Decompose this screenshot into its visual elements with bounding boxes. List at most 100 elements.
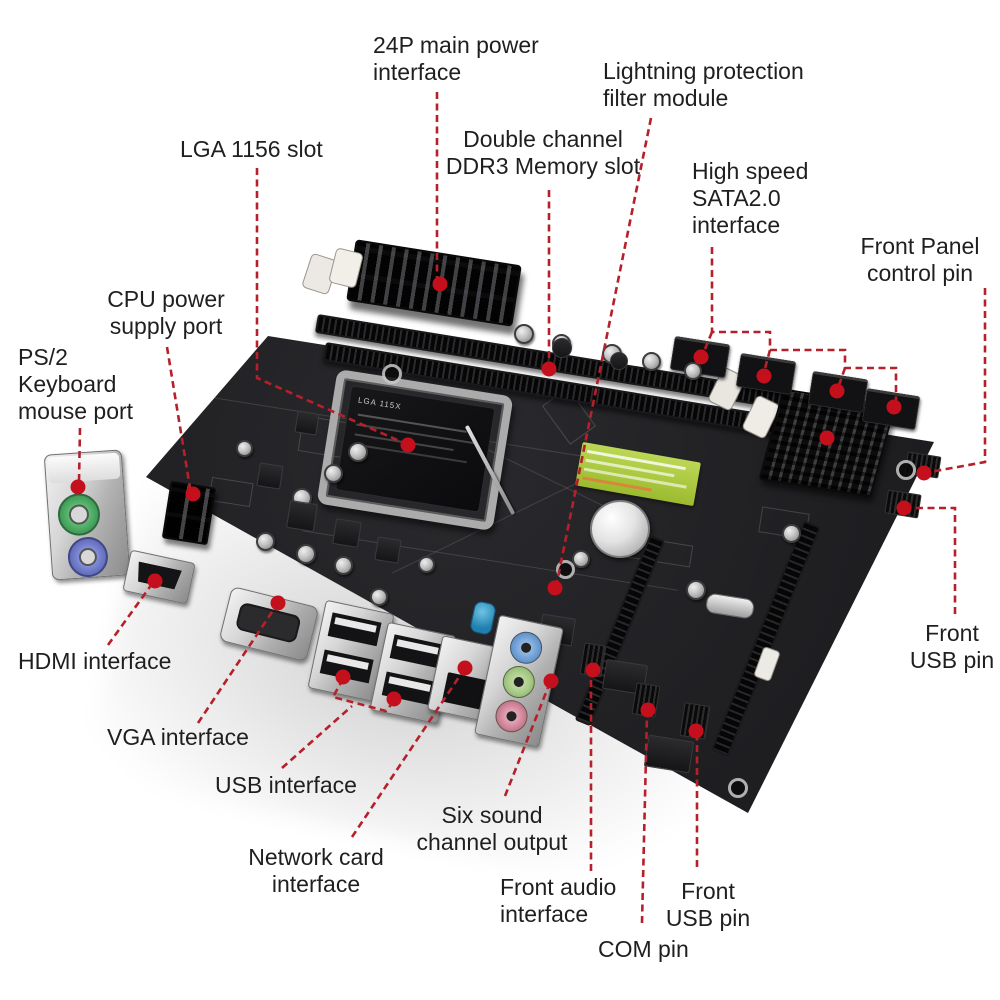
- label-line: Keyboard: [18, 371, 117, 398]
- label-line: channel output: [416, 829, 568, 856]
- label-six-sound-output: Six sound channel output: [408, 802, 576, 856]
- capacitor: [514, 324, 534, 344]
- label-line: Lightning protection: [603, 58, 804, 84]
- capacitor: [324, 464, 343, 483]
- label-line: SATA2.0: [692, 185, 781, 212]
- label-line: PS/2: [18, 344, 68, 370]
- label-line: LGA 1156 slot: [180, 136, 323, 162]
- label-line: USB pin: [909, 647, 995, 674]
- leader-line-lga: [255, 168, 405, 445]
- leader-dot-front-usb-right: [896, 500, 912, 516]
- label-lga-1156-slot: LGA 1156 slot: [180, 136, 323, 163]
- label-24p-main-power: 24P main power interface: [373, 32, 539, 86]
- leader-line-ps2: [77, 427, 82, 483]
- cmos-battery: [590, 500, 650, 558]
- leader-dot-sata3: [829, 383, 845, 399]
- leader-dot-usb1: [335, 669, 351, 685]
- label-line: USB interface: [215, 772, 357, 798]
- label-usb-interface: USB interface: [215, 772, 357, 799]
- capacitor: [782, 524, 801, 543]
- leader-dot-com: [640, 702, 656, 718]
- capacitor: [370, 588, 388, 606]
- label-ddr3-memory-slot: Double channel DDR3 Memory slot: [433, 126, 653, 180]
- leader-dot-lightning: [547, 580, 563, 596]
- leader-dot-hdmi: [147, 573, 163, 589]
- label-line: CPU power: [107, 286, 225, 312]
- mounting-hole: [382, 364, 402, 384]
- label-line: DDR3 Memory slot: [445, 153, 641, 180]
- label-line: interface: [500, 901, 589, 928]
- label-line: mouse port: [18, 398, 134, 425]
- label-front-usb-right: Front USB pin: [902, 620, 1000, 674]
- leader-line-hdmi: [106, 583, 154, 646]
- label-line: Front Panel: [860, 233, 980, 259]
- capacitor: [236, 440, 253, 457]
- leader-dot-ps2: [70, 479, 86, 495]
- label-line: supply port: [109, 313, 223, 340]
- capacitor: [684, 362, 702, 380]
- leader-line-vga: [196, 605, 278, 724]
- leader-line-com: [640, 713, 649, 924]
- label-line: Network card: [248, 844, 384, 870]
- label-line: Double channel: [463, 126, 623, 152]
- label-sata-interface: High speed SATA2.0 interface: [692, 158, 808, 239]
- label-line: Front: [925, 620, 979, 646]
- leader-dot-front-audio: [585, 662, 601, 678]
- label-line: control pin: [866, 260, 974, 287]
- leader-dot-sata2: [756, 368, 772, 384]
- leader-line-sata-stub: [762, 349, 772, 373]
- label-line: Front: [681, 878, 735, 904]
- label-network-card: Network card interface: [238, 844, 394, 898]
- capacitor: [418, 556, 435, 573]
- leader-line-front-usb-right: [910, 506, 957, 614]
- label-line: High speed: [692, 158, 809, 184]
- label-com-pin: COM pin: [598, 936, 689, 963]
- capacitor: [642, 352, 661, 371]
- label-line: Front audio: [500, 874, 617, 900]
- leader-dot-24p: [432, 276, 448, 292]
- label-vga-interface: VGA interface: [107, 724, 249, 751]
- leader-dot-front-panel: [916, 465, 932, 481]
- leader-dot-cpu-power: [185, 486, 201, 502]
- capacitor: [348, 442, 368, 462]
- leader-dot-network: [457, 660, 473, 676]
- leader-dot-ddr3: [541, 361, 557, 377]
- capacitor: [256, 532, 275, 551]
- leader-line-usb: [281, 705, 353, 769]
- label-ps2-port: PS/2 Keyboard mouse port: [18, 344, 133, 425]
- leader-line-sata-stub: [701, 331, 714, 355]
- leader-line-six-sound: [503, 684, 551, 797]
- label-line: Six sound: [441, 802, 543, 828]
- capacitor: [334, 556, 353, 575]
- label-line: interface: [271, 871, 361, 898]
- label-line: USB pin: [665, 905, 751, 932]
- label-line: filter module: [603, 85, 729, 112]
- label-front-usb-bottom: Front USB pin: [660, 878, 756, 932]
- leader-dot-six-sound: [543, 673, 559, 689]
- label-hdmi-interface: HDMI interface: [18, 648, 171, 675]
- leader-dot-heatsink: [819, 430, 835, 446]
- mounting-hole: [896, 460, 916, 480]
- label-line: interface: [373, 59, 462, 86]
- mounting-hole: [556, 560, 575, 579]
- leader-dot-usb2: [386, 691, 402, 707]
- leader-line-front-panel: [929, 288, 987, 474]
- label-line: HDMI interface: [18, 648, 172, 674]
- inductor: [610, 352, 628, 370]
- mounting-hole: [728, 778, 748, 798]
- leader-dot-front-usb-bottom: [688, 723, 704, 739]
- leader-line-sata: [710, 247, 898, 400]
- leader-dot-sata1: [693, 349, 709, 365]
- label-line: 24P main power: [373, 32, 539, 58]
- inductor: [552, 338, 572, 358]
- label-lightning-protection: Lightning protection filter module: [603, 58, 804, 112]
- capacitor: [686, 580, 706, 600]
- label-front-audio: Front audio interface: [500, 874, 616, 928]
- leader-line-cpu-power: [165, 346, 192, 489]
- leader-line-usb-bracket: [331, 678, 396, 713]
- label-line: interface: [692, 212, 781, 239]
- label-cpu-power-port: CPU power supply port: [97, 286, 235, 340]
- leader-dot-vga: [270, 595, 286, 611]
